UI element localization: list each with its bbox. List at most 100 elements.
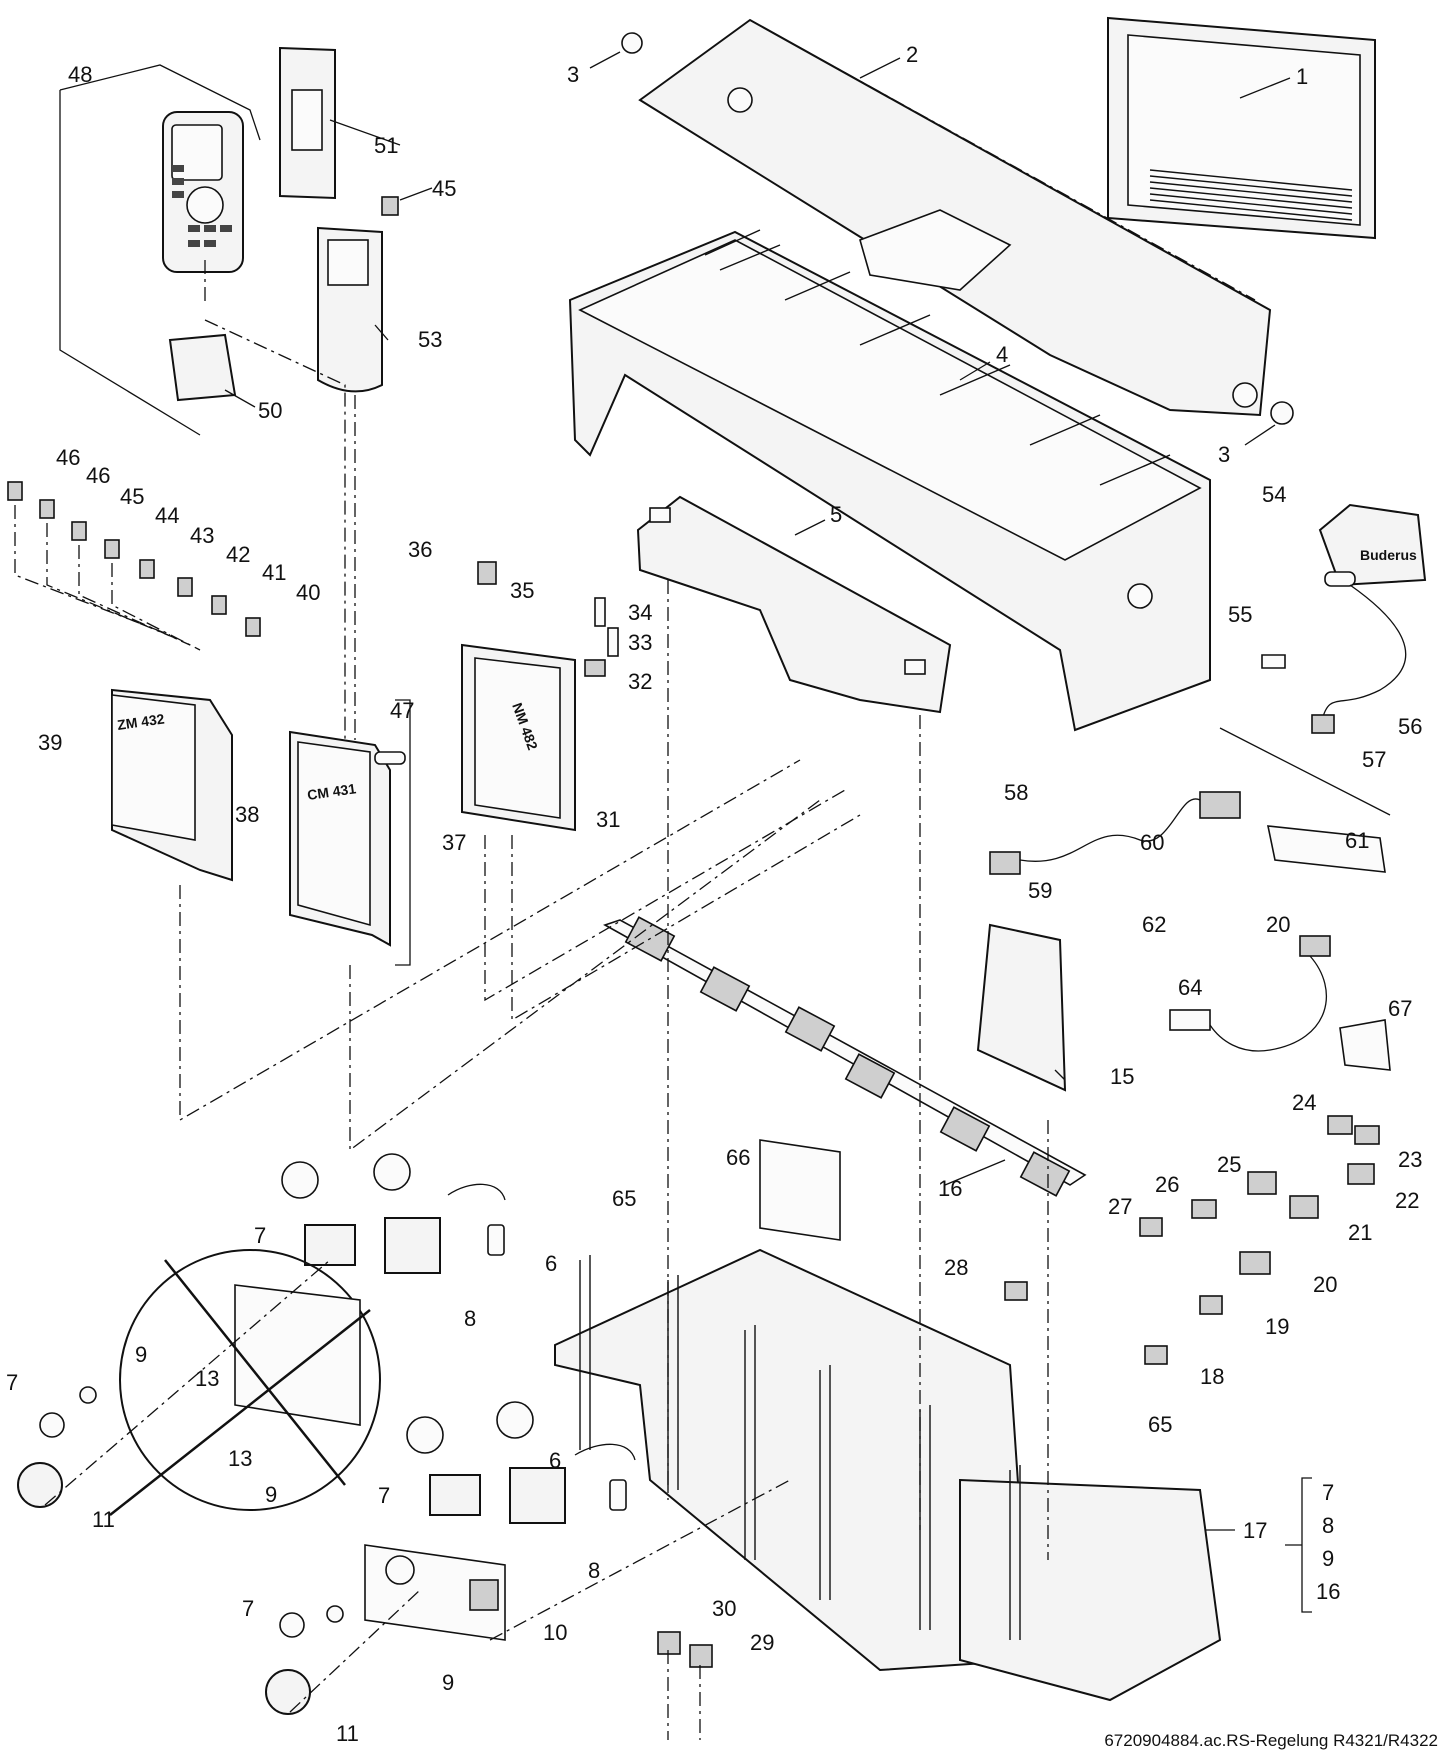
- callout-42: 42: [226, 542, 250, 567]
- callout-33: 33: [628, 630, 652, 655]
- kit-item: 9: [1322, 1546, 1334, 1571]
- callout-46: 46: [56, 445, 80, 470]
- callout-59: 59: [1028, 878, 1052, 903]
- callout-20: 20: [1266, 912, 1290, 937]
- front-panel-frame: [1107, 16, 1376, 240]
- callout-11: 11: [92, 1507, 115, 1532]
- callout-40: 40: [296, 580, 320, 605]
- callout-8: 8: [588, 1558, 600, 1583]
- callout-21: 21: [1348, 1220, 1372, 1245]
- callout-2: 2: [906, 42, 918, 67]
- callout-62: 62: [1142, 912, 1166, 937]
- callout-46: 46: [86, 463, 110, 488]
- callout-38: 38: [235, 802, 259, 827]
- callout-9: 9: [265, 1482, 277, 1507]
- potentiometer-lower: [406, 1401, 566, 1524]
- callout-51: 51: [374, 133, 398, 158]
- fuse: [374, 751, 406, 765]
- cover-54: Buderus: [1318, 503, 1427, 587]
- callout-26: 26: [1155, 1172, 1179, 1197]
- sensor-56: [1311, 571, 1407, 734]
- callout-7: 7: [254, 1223, 266, 1248]
- callout-53: 53: [418, 327, 442, 352]
- callout-36: 36: [408, 537, 432, 562]
- callout-8: 8: [464, 1306, 476, 1331]
- callout-28: 28: [944, 1255, 968, 1280]
- callout-54: 54: [1262, 482, 1286, 507]
- nm482-module: NM 482: [461, 643, 576, 832]
- screw-right: [1270, 401, 1294, 425]
- wall-bracket: [279, 46, 336, 200]
- callout-50: 50: [258, 398, 282, 423]
- callout-13: 13: [195, 1366, 219, 1391]
- callout-1: 1: [1296, 64, 1308, 89]
- alignment-lines: [44, 260, 1049, 1740]
- callout-15: 15: [1110, 1064, 1134, 1089]
- callout-13: 13: [228, 1446, 252, 1471]
- callout-7: 7: [6, 1370, 18, 1395]
- cover-plate-15: [976, 923, 1067, 1092]
- housing-lid: [568, 229, 1211, 732]
- callout-45: 45: [120, 484, 144, 509]
- wiring-harness: [603, 916, 1087, 1197]
- callout-7: 7: [378, 1483, 390, 1508]
- callout-11: 11: [336, 1721, 359, 1746]
- callout-45: 45: [432, 176, 456, 201]
- callout-22: 22: [1395, 1188, 1419, 1213]
- callout-48: 48: [68, 62, 92, 87]
- connector-group-40-46: [7, 481, 261, 651]
- callout-35: 35: [510, 578, 534, 603]
- brand-label: Buderus: [1360, 547, 1417, 563]
- callout-56: 56: [1398, 714, 1422, 739]
- callout-41: 41: [262, 560, 286, 585]
- callout-23: 23: [1398, 1147, 1422, 1172]
- callout-30: 30: [712, 1596, 736, 1621]
- callout-65: 65: [1148, 1412, 1172, 1437]
- callout-65: 65: [612, 1186, 636, 1211]
- room-unit-cover: [317, 226, 383, 393]
- callout-7: 7: [242, 1596, 254, 1621]
- top-cover: [638, 18, 1272, 417]
- callout-24: 24: [1292, 1090, 1316, 1115]
- callout-39: 39: [38, 730, 62, 755]
- leader-lines: [224, 51, 1291, 1531]
- callout-6: 6: [549, 1448, 561, 1473]
- fuses-33-34: [594, 597, 619, 657]
- clip-67: [1339, 1019, 1391, 1071]
- callout-4: 4: [996, 342, 1008, 367]
- callout-66: 66: [726, 1145, 750, 1170]
- callout-9: 9: [135, 1342, 147, 1367]
- cable-6-upper: [447, 1183, 506, 1256]
- cm431-label: CM 431: [306, 780, 357, 803]
- connector-36: [477, 561, 497, 585]
- callout-44: 44: [155, 503, 179, 528]
- callout-labels: 1 2 3 3 4 5 6 6 7 7 7 7 8 8 9 9 9 10 11 …: [6, 42, 1422, 1746]
- callout-57: 57: [1362, 747, 1386, 772]
- callout-67: 67: [1388, 996, 1412, 1021]
- base-chassis: [554, 1248, 1222, 1702]
- bracket-55: [1261, 654, 1286, 669]
- callout-20: 20: [1313, 1272, 1337, 1297]
- callout-17: 17: [1243, 1518, 1267, 1543]
- screw-top: [621, 32, 643, 54]
- kit-list: 7 8 9 16: [1285, 1477, 1340, 1613]
- callout-27: 27: [1108, 1194, 1132, 1219]
- callout-61: 61: [1345, 828, 1369, 853]
- callout-5: 5: [830, 502, 842, 527]
- callout-25: 25: [1217, 1152, 1241, 1177]
- callout-43: 43: [190, 523, 214, 548]
- cable-6-lower: [574, 1443, 636, 1511]
- callout-31: 31: [596, 807, 620, 832]
- callout-58: 58: [1004, 780, 1028, 805]
- callout-19: 19: [1265, 1314, 1289, 1339]
- connector-set-18-28: [1004, 1115, 1380, 1365]
- callout-60: 60: [1140, 830, 1164, 855]
- label-plate-66: [759, 1139, 841, 1241]
- zm432-label: ZM 432: [116, 710, 165, 732]
- kit-item: 8: [1322, 1513, 1334, 1538]
- callout-55: 55: [1228, 602, 1252, 627]
- callout-18: 18: [1200, 1364, 1224, 1389]
- sensor-rod-57: [1219, 727, 1391, 816]
- small-connector-45-top: [381, 196, 399, 216]
